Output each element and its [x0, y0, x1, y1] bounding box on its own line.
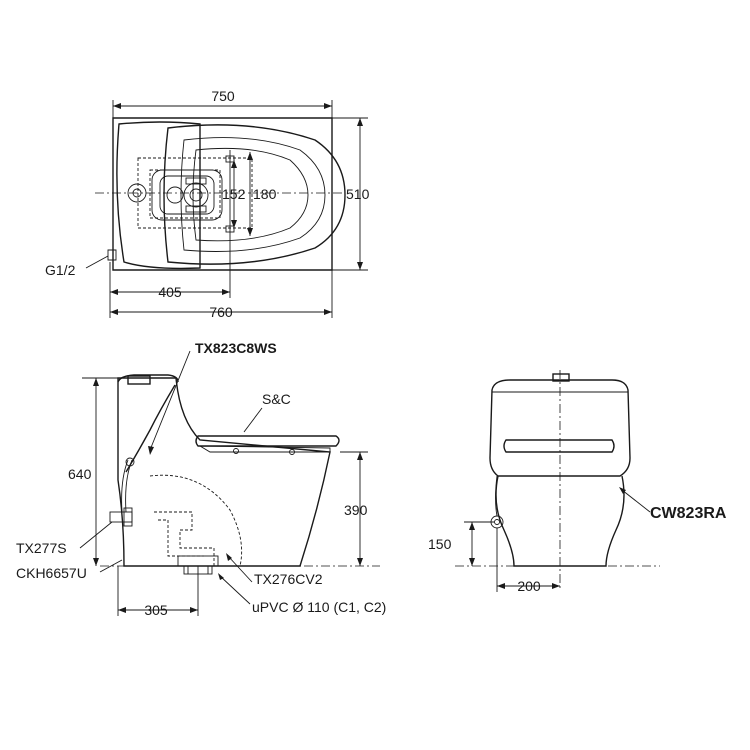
top-tank-shape	[116, 121, 201, 270]
side-outlet-flange	[177, 555, 219, 575]
top-bowl-outer	[163, 124, 346, 265]
side-pipe-callout: uPVC Ø 110 (C1, C2)	[218, 573, 386, 615]
top-bowl-inner	[192, 147, 309, 242]
top-405-dimension: 405	[109, 236, 231, 318]
tx276cv2-label: TX276CV2	[254, 571, 323, 587]
front-view: CW823RA 150 200	[428, 370, 727, 594]
side-rough-in-dimension: 305	[117, 566, 199, 618]
top-width-dimension: 750	[112, 88, 333, 118]
top-inner-dimensions: 152 180	[222, 152, 277, 236]
upvc-label: uPVC Ø 110 (C1, C2)	[252, 599, 386, 615]
front-flush-button	[552, 373, 570, 382]
top-hidden-trap	[137, 157, 253, 229]
side-view: TX823C8WS S&C 640 390 TX277S	[16, 340, 386, 618]
side-trapway	[149, 474, 243, 567]
dim-390-label: 390	[344, 502, 368, 518]
dim-200-label: 200	[517, 578, 541, 594]
front-supply-offset-dimension: 200	[496, 528, 560, 594]
dim-760-label: 760	[209, 304, 233, 320]
front-supply-height-dimension: 150	[428, 521, 494, 566]
cw823ra-label: CW823RA	[650, 505, 727, 522]
side-hose-callout: CKH6657U	[16, 559, 123, 581]
top-flush-mechanism	[151, 169, 223, 221]
tx277s-label: TX277S	[16, 540, 67, 556]
ckh6657u-label: CKH6657U	[16, 565, 87, 581]
side-tank-lid	[117, 374, 179, 383]
sc-label: S&C	[262, 391, 291, 407]
dim-510-label: 510	[346, 186, 370, 202]
dim-180-label: 180	[253, 186, 277, 202]
dim-405-label: 405	[158, 284, 182, 300]
front-seat-lid	[503, 439, 615, 453]
side-seat	[195, 435, 340, 455]
side-seat-callout: S&C	[243, 391, 291, 433]
side-stop-valve	[109, 457, 135, 527]
g12-label: G1/2	[45, 262, 76, 278]
tx823c8ws-label: TX823C8WS	[195, 340, 277, 356]
side-flush-button-callout: TX823C8WS	[148, 340, 277, 455]
side-stop-valve-callout: TX277S	[16, 521, 113, 556]
side-body-outline	[117, 377, 331, 567]
side-seat-height-dimension: 390	[340, 451, 368, 566]
dim-150-label: 150	[428, 536, 452, 552]
front-model-callout: CW823RA	[619, 487, 727, 522]
front-tank-outline	[489, 379, 631, 477]
top-supply-connection: G1/2	[45, 249, 117, 278]
dim-152-label: 152	[222, 186, 246, 202]
top-depth-dimension: 510	[332, 117, 370, 271]
dim-305-label: 305	[144, 602, 168, 618]
side-tank-curve	[125, 384, 176, 473]
dim-640-label: 640	[68, 466, 92, 482]
side-outlet-callout: TX276CV2	[226, 553, 323, 587]
top-seat-ring	[180, 137, 326, 252]
dim-750-label: 750	[211, 88, 235, 104]
side-flush-button	[127, 375, 151, 385]
top-bolt-holes	[225, 150, 235, 236]
top-760-dimension: 760	[110, 270, 333, 320]
top-view: 750	[45, 88, 370, 320]
